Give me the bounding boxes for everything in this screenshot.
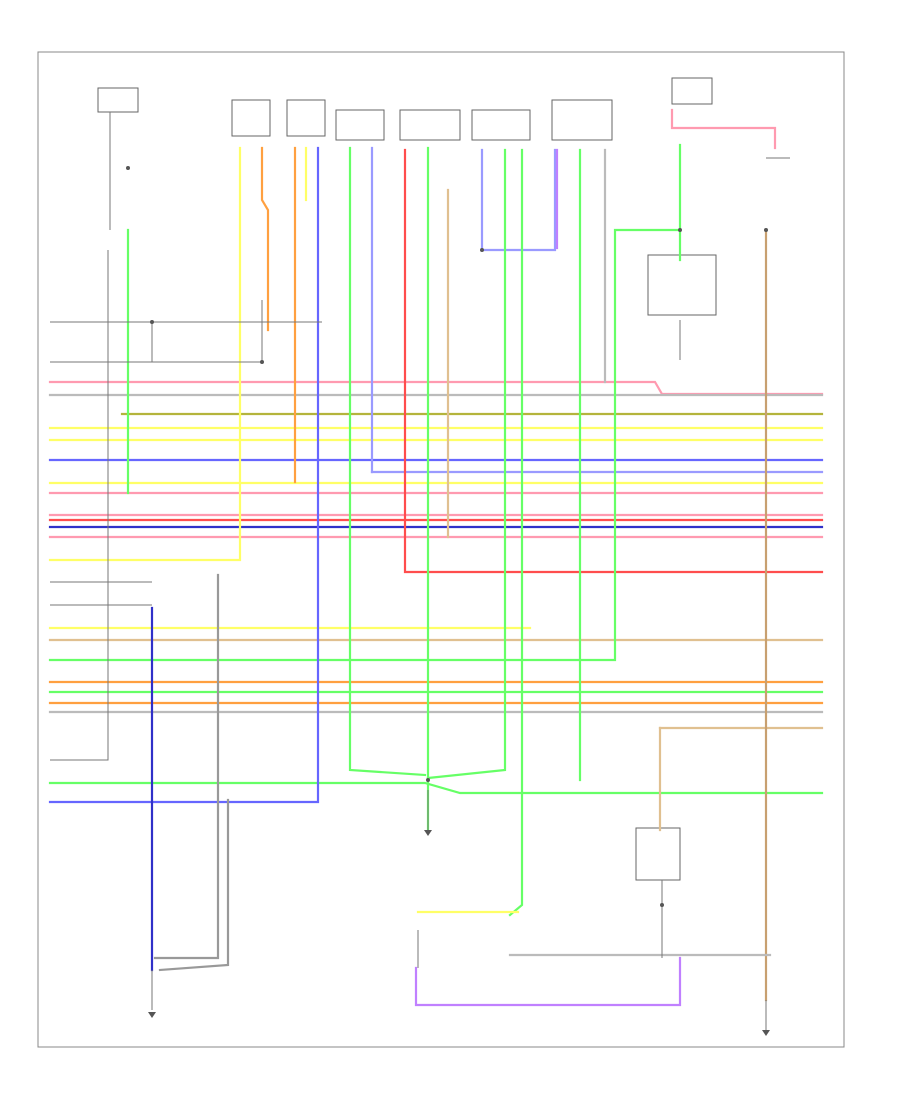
wire-green bbox=[48, 228, 682, 662]
vertical-wires bbox=[48, 108, 777, 1007]
ground-icon bbox=[762, 1030, 770, 1036]
relay-box bbox=[647, 254, 717, 316]
wire-pink bbox=[48, 380, 824, 396]
splice-dot bbox=[260, 360, 264, 364]
fuse-box bbox=[97, 87, 139, 113]
wire-black bbox=[50, 250, 109, 761]
splice-dot bbox=[480, 248, 484, 252]
wire-gray bbox=[158, 798, 230, 972]
splice-dot bbox=[660, 903, 664, 907]
splice-dot bbox=[126, 166, 130, 170]
wire-green bbox=[48, 781, 824, 795]
splices bbox=[126, 166, 768, 907]
diagram-frame bbox=[37, 51, 845, 1048]
wire-gray bbox=[153, 573, 220, 960]
splice-dot bbox=[150, 320, 154, 324]
wire-red bbox=[403, 148, 824, 574]
wire-orange bbox=[260, 146, 270, 332]
fuse-box bbox=[671, 77, 713, 105]
component-box bbox=[286, 99, 326, 137]
wire-yellow bbox=[48, 146, 242, 562]
wire-green bbox=[508, 148, 524, 917]
wire-green bbox=[426, 148, 507, 780]
component-box bbox=[399, 109, 461, 141]
component-box bbox=[335, 109, 385, 141]
top-components bbox=[97, 77, 717, 881]
wire-violet bbox=[414, 956, 682, 1007]
ground-symbols bbox=[148, 830, 770, 1036]
splice-dot bbox=[678, 228, 682, 232]
component-box bbox=[551, 99, 613, 141]
harness-wires bbox=[48, 146, 824, 804]
component-box bbox=[471, 109, 531, 141]
wire-black bbox=[50, 300, 263, 363]
ground-icon bbox=[424, 830, 432, 836]
wire-blue bbox=[480, 148, 557, 252]
wire-blue bbox=[48, 146, 320, 804]
ground-icon bbox=[148, 1012, 156, 1018]
splice-dot bbox=[764, 228, 768, 232]
wire-pink bbox=[670, 108, 777, 150]
connector-block bbox=[635, 827, 681, 881]
wire-green bbox=[348, 146, 427, 777]
splice-dot bbox=[426, 778, 430, 782]
component-box bbox=[231, 99, 271, 137]
